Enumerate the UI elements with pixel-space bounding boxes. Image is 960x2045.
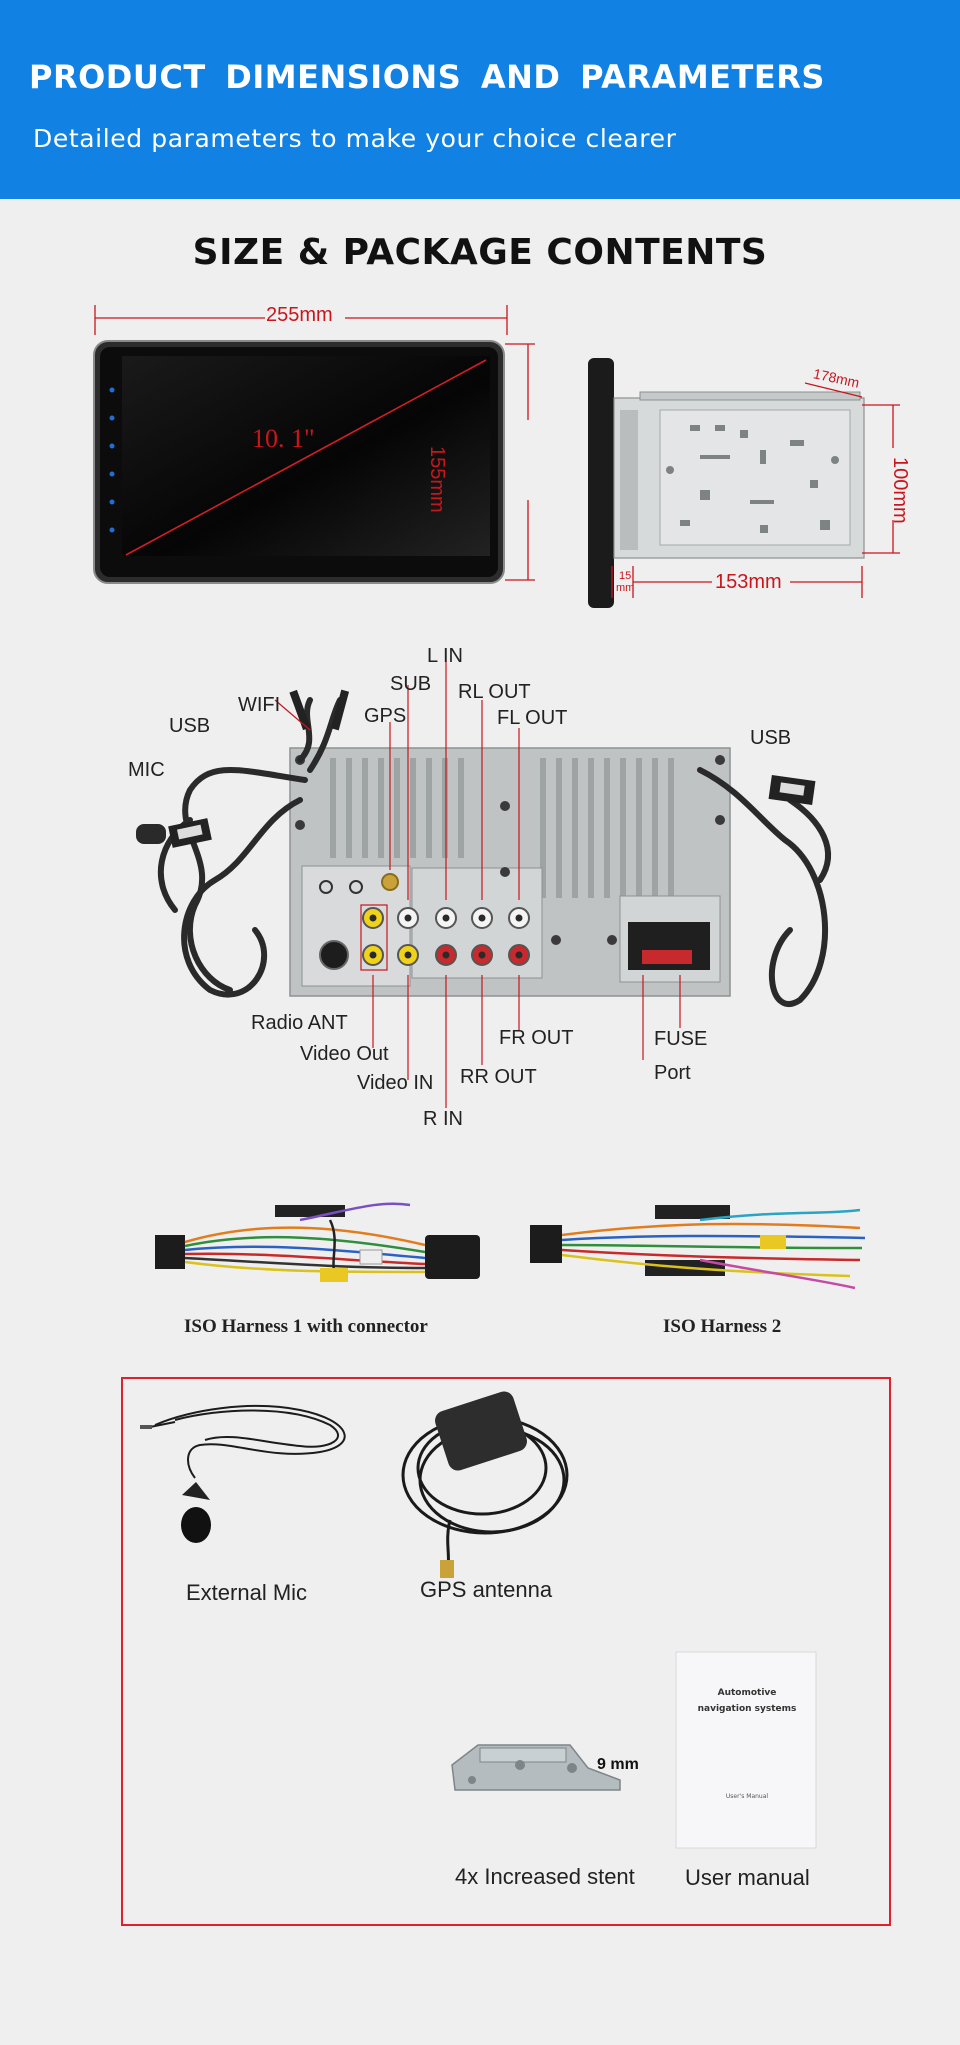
front-view-diagram: [93, 305, 535, 584]
rear-panel-diagram: [136, 660, 832, 1108]
label-fuse: FUSE: [654, 1028, 708, 1050]
package-items-illustrations: [140, 1391, 817, 1849]
side-view-diagram: [588, 358, 900, 608]
label-fl-out: FL OUT: [497, 707, 568, 729]
section-title: SIZE & PACKAGE CONTENTS: [192, 232, 768, 273]
header-subtitle: Detailed parameters to make your choice …: [33, 124, 677, 153]
stent-caption: 4x Increased stent: [455, 1864, 635, 1889]
manual-cover-title: Automotive navigation systems: [697, 1688, 797, 1714]
label-sub: SUB: [390, 673, 432, 695]
harness-illustrations: [155, 1202, 866, 1290]
gps-antenna-caption: GPS antenna: [420, 1577, 553, 1602]
label-video-in: Video IN: [357, 1072, 434, 1094]
label-port: Port: [654, 1062, 691, 1084]
header-banner: [0, 0, 960, 199]
external-mic-caption: External Mic: [186, 1580, 308, 1605]
label-mic: MIC: [128, 759, 165, 781]
user-manual-caption: User manual: [685, 1865, 810, 1890]
header-title: PRODUCT DIMENSIONS AND PARAMETERS: [29, 58, 825, 96]
stent-dimension-label: 9 mm: [597, 1756, 639, 1773]
label-usb-right: USB: [750, 727, 792, 749]
label-usb-left: USB: [169, 715, 211, 737]
label-radio-ant: Radio ANT: [251, 1012, 348, 1034]
manual-cover-small: User's Manual: [725, 1793, 769, 1800]
side-depth-label: 153mm: [715, 571, 782, 593]
label-l-in: L IN: [427, 645, 463, 667]
screen-size-label: 10. 1": [252, 424, 315, 453]
label-r-in: R IN: [423, 1108, 463, 1130]
package-contents-box: [121, 1377, 891, 1926]
label-video-out: Video Out: [300, 1043, 389, 1065]
label-rl-out: RL OUT: [458, 681, 531, 703]
harness2-caption: ISO Harness 2: [663, 1316, 782, 1337]
harness1-caption: ISO Harness 1 with connector: [184, 1316, 428, 1337]
label-gps: GPS: [364, 705, 407, 727]
label-fr-out: FR OUT: [499, 1027, 574, 1049]
label-wifi: WIFI: [238, 694, 281, 716]
label-rr-out: RR OUT: [460, 1066, 537, 1088]
front-width-label: 255mm: [266, 304, 333, 326]
